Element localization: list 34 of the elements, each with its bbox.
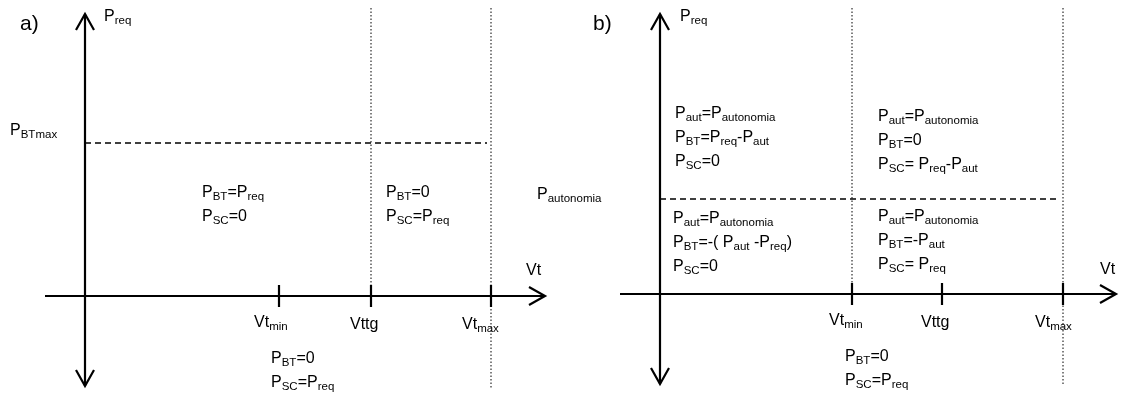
tick-label: Vt$_{max}$ <box>462 314 499 334</box>
equation: P$_{SC}$=P$_{req}$ <box>271 372 335 392</box>
equation: P$_{SC}$=P$_{req}$ <box>845 370 909 390</box>
equation: P$_{SC}$=0 <box>202 206 247 226</box>
equation: P$_{SC}$= P$_{req}$-P$_{aut}$ <box>878 154 978 174</box>
axis-label: P$_{req}$ <box>104 6 132 26</box>
axis-label: P$_{req}$ <box>680 6 708 26</box>
equation: P$_{SC}$=0 <box>675 151 720 171</box>
tick-label: Vttg <box>350 314 379 334</box>
equation: P$_{BT}$=-( P$_{aut}$ -P$_{req}$) <box>673 232 792 252</box>
equation: P$_{aut}$=P$_{autonomia}$ <box>673 208 774 228</box>
equation: P$_{BT}$=P$_{req}$-P$_{aut}$ <box>675 127 770 147</box>
equation: P$_{aut}$=P$_{autonomia}$ <box>675 103 776 123</box>
axis-label: Vt <box>1100 259 1116 279</box>
equation: P$_{BT}$=P$_{req}$ <box>202 182 265 202</box>
equation: P$_{BT}$=-P$_{aut}$ <box>878 230 945 250</box>
equation: P$_{BT}$=0 <box>271 348 315 368</box>
axis-label: Vt <box>526 260 542 280</box>
equation: P$_{BT}$=0 <box>878 130 922 150</box>
equation: P$_{SC}$=P$_{req}$ <box>386 206 450 226</box>
equation: P$_{BT}$=0 <box>386 182 430 202</box>
tick-label: Vt$_{min}$ <box>829 310 863 330</box>
tick-label: Vttg <box>921 312 950 332</box>
equation: P$_{BT}$=0 <box>845 346 889 366</box>
tick-label: Vt$_{max}$ <box>1035 312 1072 332</box>
equation: P$_{SC}$= P$_{req}$ <box>878 254 946 274</box>
equation: P$_{aut}$=P$_{autonomia}$ <box>878 206 979 226</box>
tick-label: Vt$_{min}$ <box>254 312 288 332</box>
equation: P$_{SC}$=0 <box>673 256 718 276</box>
equation: P$_{aut}$=P$_{autonomia}$ <box>878 106 979 126</box>
panel-label: b) <box>593 10 612 36</box>
axis-value-label: P$_{autonomia}$ <box>537 184 602 204</box>
panel-label: a) <box>20 10 39 36</box>
axis-value-label: P$_{BTmax}$ <box>10 120 58 140</box>
